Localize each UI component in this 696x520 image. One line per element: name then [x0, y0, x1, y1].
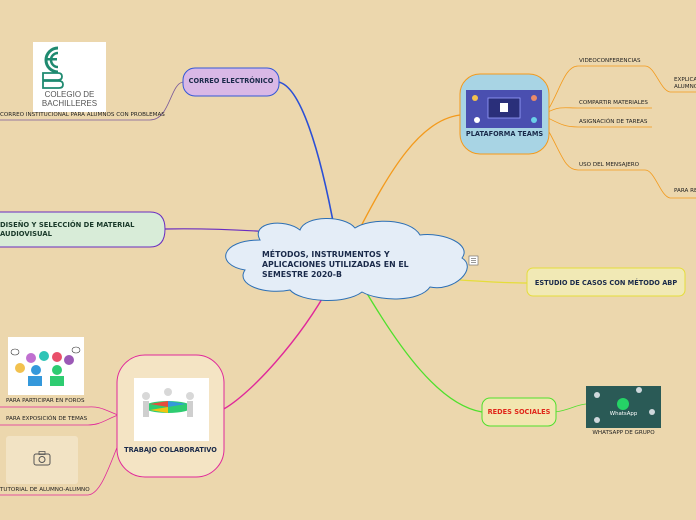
tutorial-image-placeholder: [6, 436, 78, 484]
correo-label: CORREO ELECTRÓNICO: [188, 77, 274, 85]
trabajo-label: TRABAJO COLABORATIVO: [124, 446, 217, 454]
redes-node-shape[interactable]: [481, 397, 557, 427]
connector-redes-child: [554, 403, 587, 413]
trabajo-child-exposicion: PARA EXPOSICIÓN DE TEMAS: [6, 416, 88, 422]
notes-icon[interactable]: [468, 255, 479, 266]
estudio-node-shape[interactable]: [526, 267, 686, 297]
connector-trabajo-children: [0, 406, 119, 496]
connector-estudio: [459, 279, 528, 284]
colegio-logo-image: [33, 42, 106, 112]
connector-trabajo: [221, 284, 331, 411]
foros-image: [8, 337, 84, 395]
whatsapp-image: [586, 386, 661, 428]
teams-sub-para: PARA RE: [674, 188, 696, 194]
correo-node-shape[interactable]: [182, 67, 280, 97]
redes-child-whatsapp: WHATSAPP DE GRUPO: [592, 430, 655, 436]
connector-teams: [357, 114, 461, 233]
camera-icon[interactable]: [33, 451, 51, 466]
estudio-label: ESTUDIO DE CASOS CON MÉTODO ABP: [534, 279, 678, 287]
diseno-label: DISEÑO Y SELECCIÓN DE MATERIAL AUDIOVISU…: [0, 221, 135, 238]
logo-text-line1: COLEGIO DE: [44, 90, 95, 99]
connector-teams-children: [547, 65, 696, 199]
central-title: MÉTODOS, INSTRUMENTOS Y APLICACIONES UTI…: [262, 250, 409, 279]
correo-child-label: CORREO INSTITUCIONAL PARA ALUMNOS CON PR…: [0, 112, 165, 118]
connector-correo: [277, 81, 336, 233]
teams-child-asignacion: ASIGNACIÓN DE TAREAS: [579, 119, 648, 125]
teams-label: PLATAFORMA TEAMS: [465, 130, 544, 138]
logo-text-line2: BACHILLERES: [41, 99, 98, 108]
trabajo-image: [134, 378, 209, 441]
diseno-node-shape[interactable]: [0, 211, 166, 248]
redes-label: REDES SOCIALES: [487, 408, 551, 416]
teams-image: [466, 90, 542, 128]
central-cloud[interactable]: [225, 218, 468, 301]
trabajo-child-foros: PARA PARTICIPAR EN FOROS: [6, 398, 85, 404]
teams-child-mensajero: USO DEL MENSAJERO: [579, 162, 640, 168]
connector-correo-child: [0, 81, 184, 121]
trabajo-child-tutorial: TUTORIAL DE ALUMNO-ALUMNO: [0, 487, 90, 493]
whatsapp-caption: WhatsApp: [609, 411, 638, 417]
connector-redes: [361, 284, 483, 413]
teams-child-videoconferencias: VIDEOCONFERENCIAS: [579, 58, 641, 64]
teams-sub-explica: EXPLICA ALUMNO: [674, 77, 696, 90]
teams-child-compartir: COMPARTIR MATERIALES: [579, 100, 648, 106]
